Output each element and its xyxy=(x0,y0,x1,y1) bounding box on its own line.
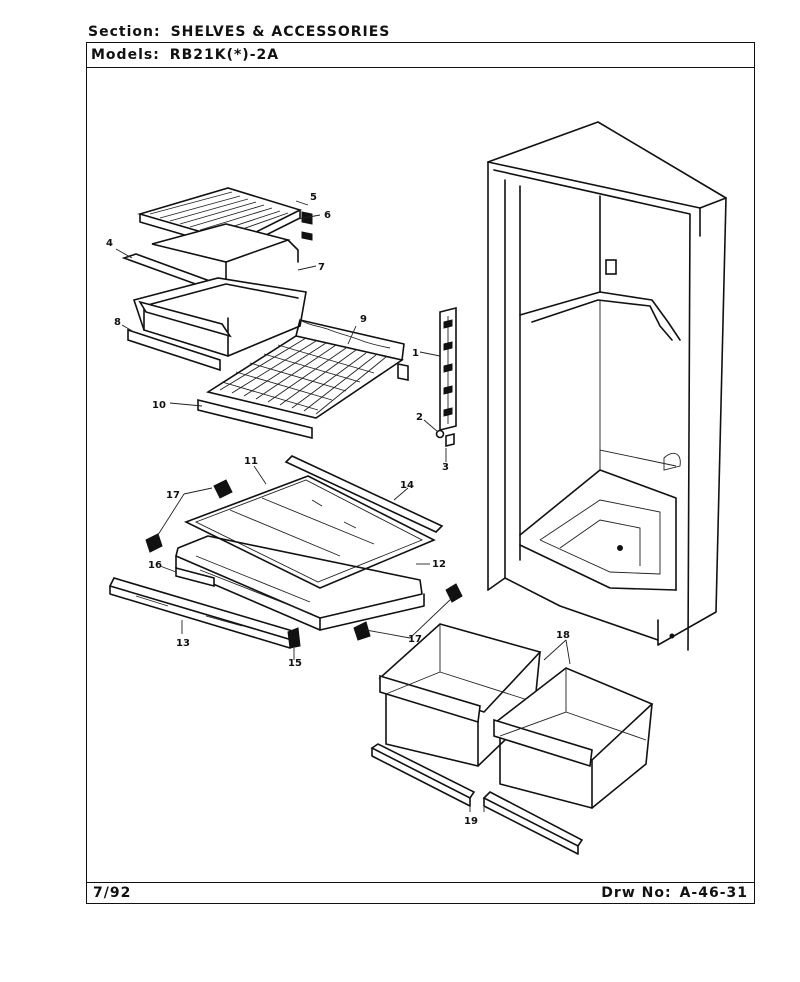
crisper-drawers xyxy=(370,623,654,855)
callout-labels: 5 6 4 7 8 9 1 10 2 3 11 14 17 12 16 13 1… xyxy=(106,192,570,827)
drawing-number-value: A-46-31 xyxy=(679,885,748,901)
callout-4: 4 xyxy=(106,238,113,249)
revision-date: 7/92 xyxy=(93,885,132,901)
callout-18: 18 xyxy=(556,630,570,641)
callout-17a: 17 xyxy=(166,490,180,501)
callout-10: 10 xyxy=(152,400,166,411)
drawing-number: Drw No: A-46-31 xyxy=(601,885,748,901)
refrigerator-cabinet xyxy=(487,121,727,651)
callout-19: 19 xyxy=(464,816,478,827)
models-value: RB21K(*)-2A xyxy=(169,47,280,63)
callout-13: 13 xyxy=(176,638,190,649)
section-value: SHELVES & ACCESSORIES xyxy=(170,24,391,40)
callout-1: 1 xyxy=(412,348,419,359)
callout-5: 5 xyxy=(310,192,317,203)
callout-14: 14 xyxy=(400,480,414,491)
callout-3: 3 xyxy=(442,462,449,473)
drawing-number-label: Drw No: xyxy=(601,885,672,901)
models-heading: Models: RB21K(*)-2A xyxy=(91,47,279,63)
leader-lines xyxy=(115,200,571,812)
models-divider xyxy=(87,67,754,68)
callout-15: 15 xyxy=(288,658,302,669)
callout-7: 7 xyxy=(318,262,325,273)
callout-2: 2 xyxy=(416,412,423,423)
shelf-track-assembly xyxy=(435,306,457,448)
models-label: Models: xyxy=(91,47,160,63)
callout-12: 12 xyxy=(432,559,446,570)
wire-shelf-assembly xyxy=(197,319,409,440)
callout-6: 6 xyxy=(324,210,331,221)
callout-8: 8 xyxy=(114,317,121,328)
crisper-front-trim xyxy=(108,577,301,649)
callout-11: 11 xyxy=(244,456,258,467)
crisper-cover-assembly xyxy=(145,455,463,641)
callout-17b: 17 xyxy=(408,634,422,645)
diagram-frame: Models: RB21K(*)-2A 7/92 Drw No: A-46-31 xyxy=(86,42,755,904)
section-heading: Section: SHELVES & ACCESSORIES xyxy=(88,24,390,40)
callout-16: 16 xyxy=(148,560,162,571)
upper-small-shelf-assembly xyxy=(121,187,313,372)
section-label: Section: xyxy=(88,24,161,40)
callout-9: 9 xyxy=(360,314,367,325)
footer-divider xyxy=(87,882,754,883)
